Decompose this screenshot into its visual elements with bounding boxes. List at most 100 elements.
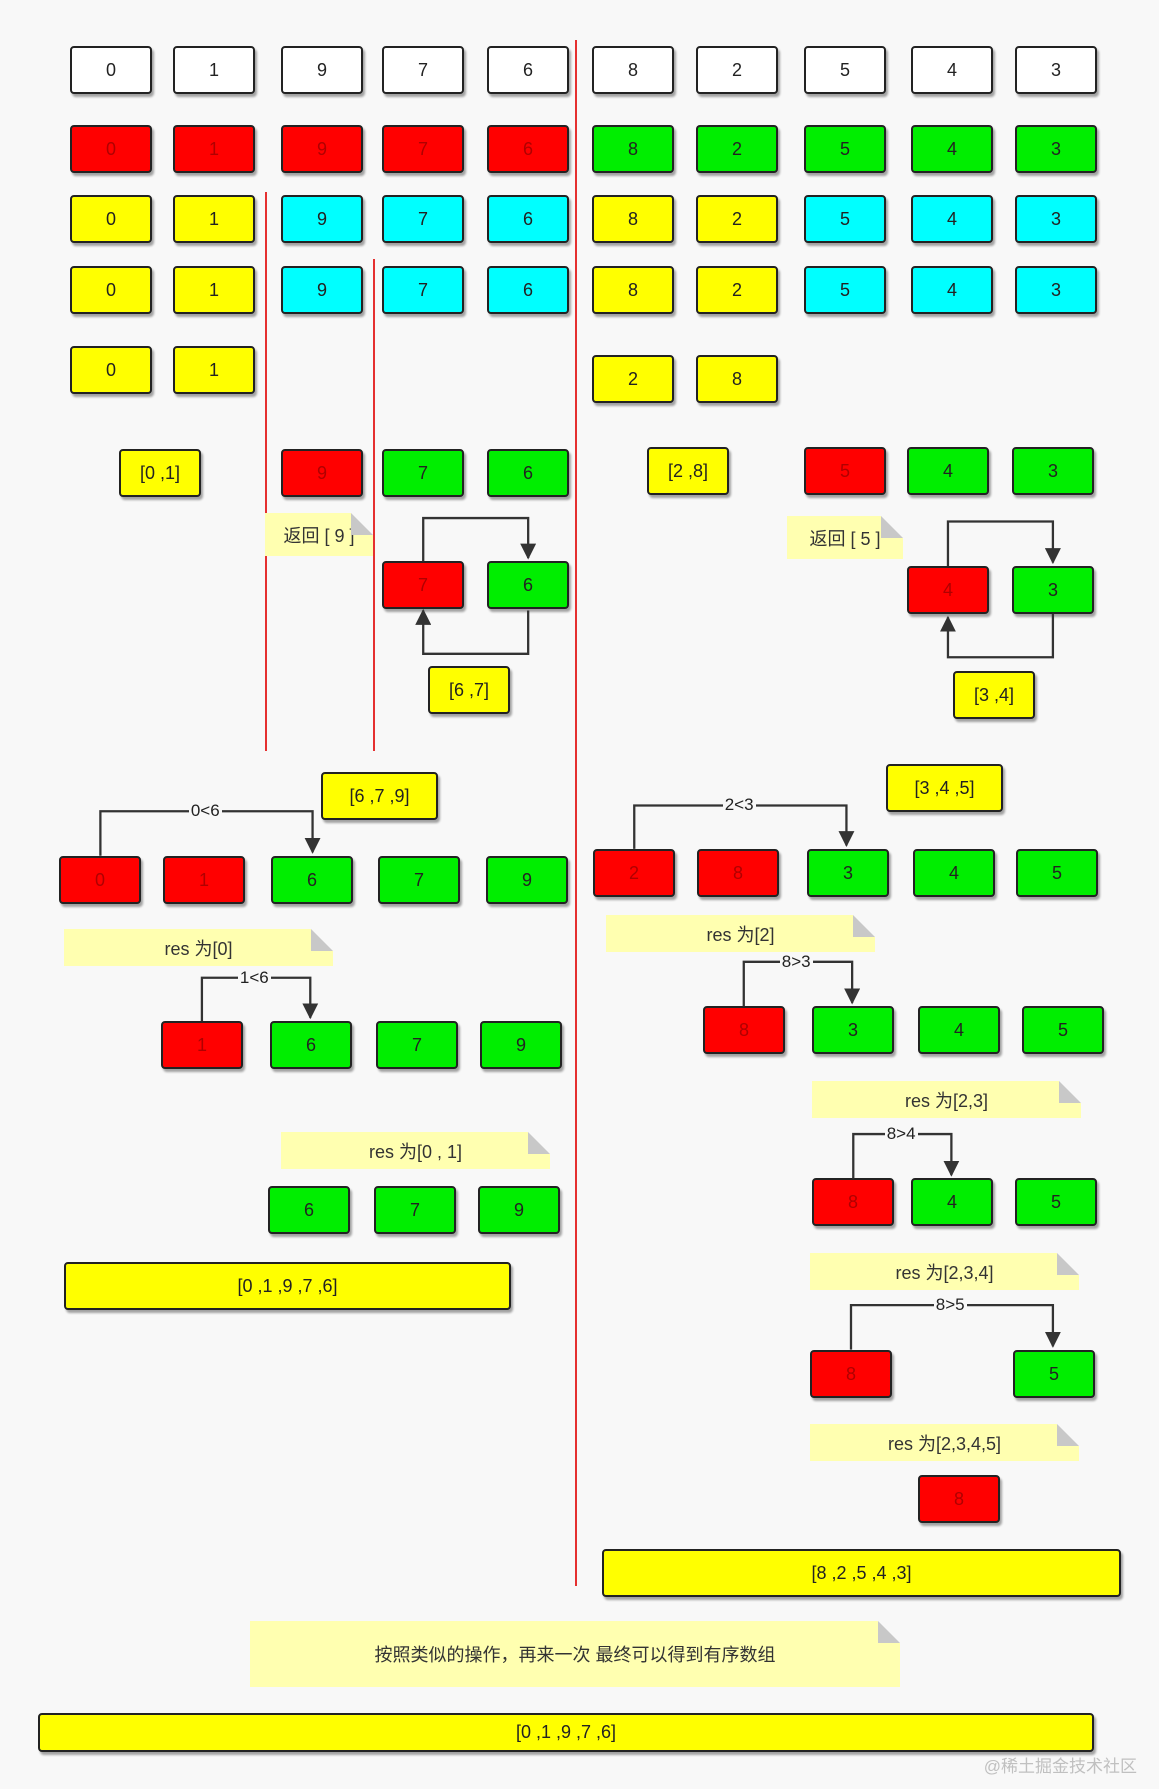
compare-label: 8>3 — [779, 951, 813, 971]
array-cell: 0 — [70, 46, 152, 94]
summary-note-text: 按照类似的操作，再来一次 最终可以得到有序数组 — [374, 1645, 776, 1665]
divider-line-left-2 — [373, 259, 375, 751]
divider-line-left-1 — [265, 192, 267, 751]
array-cell: 9 — [281, 195, 363, 243]
array-cell: 9 — [281, 125, 363, 173]
compare-label: 8>4 — [884, 1123, 918, 1143]
compare-label: 1<6 — [237, 967, 271, 987]
array-cell: 5 — [1016, 849, 1098, 897]
array-cell: 4 — [913, 849, 995, 897]
compare-label: 8>5 — [933, 1295, 967, 1315]
array-cell: 2 — [696, 195, 778, 243]
array-cell: 4 — [911, 125, 993, 173]
array-cell: 7 — [382, 125, 464, 173]
array-cell: 8 — [696, 355, 778, 403]
array-cell: 0 — [59, 856, 141, 904]
array-cell: 8 — [703, 1006, 785, 1054]
array-cell: 8 — [592, 266, 674, 314]
array-cell: 7 — [382, 449, 464, 497]
divider-line-main — [575, 40, 577, 1586]
note-fold-icon — [1057, 1253, 1079, 1275]
array-cell: 3 — [1012, 566, 1094, 614]
array-cell: 2 — [696, 125, 778, 173]
array-cell: 1 — [161, 1021, 243, 1069]
result-box: [3 ,4] — [953, 671, 1035, 719]
array-cell: 5 — [804, 266, 886, 314]
res-note-text: res 为[0 , 1] — [368, 1141, 463, 1162]
note-fold-icon — [881, 516, 903, 538]
compare-label: 2<3 — [722, 795, 756, 815]
array-cell: 5 — [1013, 1350, 1095, 1398]
result-box: [6 ,7] — [428, 666, 510, 714]
result-box: [3 ,4 ,5] — [886, 764, 1003, 812]
result-box: [6 ,7 ,9] — [321, 772, 438, 820]
array-cell: 4 — [907, 447, 989, 495]
array-cell: 3 — [1015, 195, 1097, 243]
res-note-text: res 为[2] — [706, 924, 775, 945]
array-cell: 9 — [478, 1186, 560, 1234]
res-note: res 为[2,3] — [812, 1081, 1081, 1118]
result-box: [0 ,1] — [119, 449, 201, 497]
array-cell: 7 — [382, 561, 464, 609]
array-cell: 6 — [487, 561, 569, 609]
array-cell: 1 — [173, 195, 255, 243]
array-cell: 7 — [376, 1021, 458, 1069]
res-note: res 为[0 , 1] — [281, 1132, 550, 1169]
array-cell: 5 — [1015, 1178, 1097, 1226]
array-cell: 8 — [592, 195, 674, 243]
array-cell: 1 — [173, 46, 255, 94]
array-cell: 6 — [268, 1186, 350, 1234]
array-cell: 0 — [70, 266, 152, 314]
note-fold-icon — [351, 513, 373, 535]
array-cell: 2 — [593, 849, 675, 897]
array-cell: 4 — [911, 266, 993, 314]
array-cell: 2 — [696, 266, 778, 314]
array-cell: 6 — [270, 1021, 352, 1069]
array-cell: 0 — [70, 125, 152, 173]
array-cell: 8 — [592, 125, 674, 173]
note-fold-icon — [311, 929, 333, 951]
swap-arrow-bottom-icon — [939, 613, 1055, 659]
note-fold-icon — [1057, 1424, 1079, 1446]
array-cell: 3 — [812, 1006, 894, 1054]
array-cell: 3 — [1015, 125, 1097, 173]
array-cell: 8 — [810, 1350, 892, 1398]
array-cell: 6 — [487, 195, 569, 243]
note-fold-icon — [528, 1132, 550, 1154]
array-cell: 1 — [163, 856, 245, 904]
array-cell: 3 — [807, 849, 889, 897]
array-cell: 4 — [911, 195, 993, 243]
note-fold-icon — [878, 1621, 900, 1643]
array-cell: 5 — [804, 195, 886, 243]
array-cell: 5 — [1022, 1006, 1104, 1054]
array-cell: 5 — [804, 46, 886, 94]
array-cell: 2 — [696, 46, 778, 94]
array-cell: 1 — [173, 125, 255, 173]
return-note-text: 返回 [ 5 ] — [809, 528, 881, 549]
note-fold-icon — [853, 915, 875, 937]
array-cell: 8 — [812, 1178, 894, 1226]
final-array-right: [8 ,2 ,5 ,4 ,3] — [602, 1549, 1121, 1597]
array-cell: 6 — [487, 125, 569, 173]
res-note-text: res 为[2,3,4,5] — [887, 1433, 1002, 1454]
res-note: res 为[0] — [64, 929, 333, 966]
array-cell: 9 — [281, 266, 363, 314]
swap-arrow-top-icon — [946, 520, 1061, 566]
array-cell: 8 — [697, 849, 779, 897]
array-cell: 6 — [487, 266, 569, 314]
return-note: 返回 [ 9 ] — [265, 513, 373, 556]
note-fold-icon — [1059, 1081, 1081, 1103]
swap-arrow-top-icon — [422, 516, 537, 562]
array-cell: 7 — [374, 1186, 456, 1234]
array-cell: 7 — [382, 266, 464, 314]
compare-label: 0<6 — [188, 801, 222, 821]
array-cell: 0 — [70, 195, 152, 243]
array-cell: 1 — [173, 266, 255, 314]
res-note-text: res 为[2,3,4] — [895, 1262, 994, 1283]
array-cell: 7 — [382, 46, 464, 94]
array-cell: 2 — [592, 355, 674, 403]
array-cell: 3 — [1012, 447, 1094, 495]
final-array-left: [0 ,1 ,9 ,7 ,6] — [64, 1262, 511, 1310]
array-cell: 1 — [173, 346, 255, 394]
array-cell: 7 — [382, 195, 464, 243]
